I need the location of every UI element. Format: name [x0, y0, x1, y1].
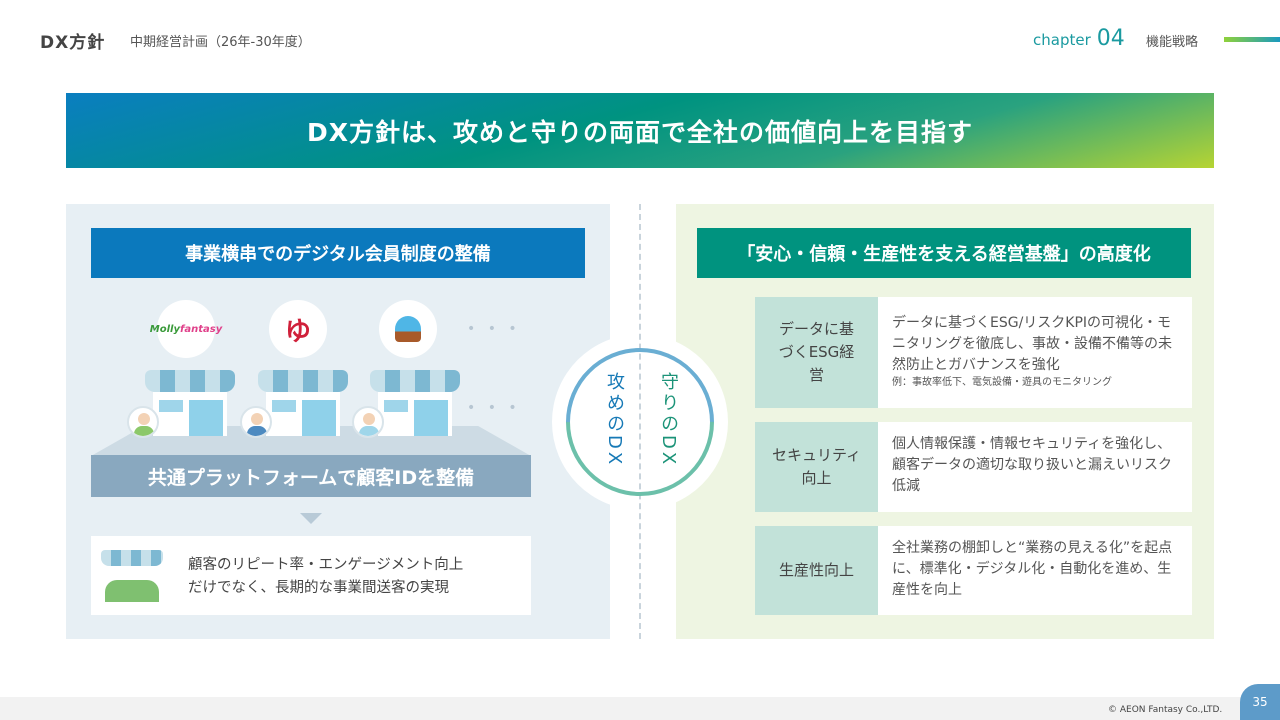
defense-item-label: 生産性向上 — [755, 526, 878, 615]
defense-item-esg: データに基づくESG経営 データに基づくESG/リスクKPIの可視化・モニタリン… — [755, 297, 1192, 408]
brand-logo-chikyu — [379, 300, 437, 358]
chapter-number: 04 — [1096, 26, 1125, 51]
copyright: © AEON Fantasy Co.,LTD. — [1108, 705, 1223, 715]
store-icon — [352, 370, 460, 438]
offense-panel: 事業横串でのデジタル会員制度の整備 Mollyfantasy ゆ • • • •… — [66, 204, 610, 639]
defense-item-security: セキュリティ向上 個人情報保護・情報セキュリティを強化し、顧客データの適切な取り… — [755, 422, 1192, 512]
defense-item-productivity: 生産性向上 全社業務の棚卸しと“業務の見える化”を起点に、標準化・デジタル化・自… — [755, 526, 1192, 615]
more-stores-ellipsis: • • • — [467, 400, 521, 416]
store-icon — [127, 370, 235, 438]
more-brands-ellipsis: • • • — [467, 321, 521, 337]
platform-label: 共通プラットフォームで顧客IDを整備 — [91, 455, 531, 497]
defense-item-text: 個人情報保護・情報セキュリティを強化し、顧客データの適切な取り扱いと漏えいリスク… — [892, 436, 1172, 494]
defense-panel: 「安心・信頼・生産性を支える経営基盤」の高度化 データに基づくESG経営 データ… — [676, 204, 1214, 639]
defense-dx-label: 守りのDX — [658, 372, 679, 468]
defense-item-note: 例：事故率低下、電気設備・遊具のモニタリング — [892, 377, 1112, 388]
defense-item-text: データに基づくESG/リスクKPIの可視化・モニタリングを徹底し、事故・設備不備… — [892, 315, 1172, 373]
banner-title: DX方針は、攻めと守りの両面で全社の価値向上を目指す — [306, 117, 974, 147]
offense-heading: 事業横串でのデジタル会員制度の整備 — [91, 228, 585, 278]
brand-logo-mollyfantasy: Mollyfantasy — [150, 300, 222, 358]
down-arrow-icon — [300, 513, 322, 524]
customer-avatar — [127, 406, 159, 438]
chapter-name: 機能戦略 — [1146, 35, 1199, 50]
defense-item-label: データに基づくESG経営 — [755, 297, 878, 408]
footer-bar — [0, 697, 1280, 720]
brand-logo-yu: ゆ — [269, 300, 327, 358]
result-box: 顧客のリピート率・エンゲージメント向上だけでなく、長期的な事業間送客の実現 — [91, 536, 531, 615]
chapter-indicator: chapter 04 — [1033, 26, 1125, 51]
chapter-label: chapter — [1033, 31, 1091, 49]
section-title: DX方針 — [40, 33, 106, 53]
store-icon — [240, 370, 348, 438]
defense-item-label: セキュリティ向上 — [755, 422, 878, 512]
defense-heading: 「安心・信頼・生産性を支える経営基盤」の高度化 — [697, 228, 1191, 278]
result-line-1: 顧客のリピート率・エンゲージメント向上 — [188, 557, 464, 573]
customer-avatar — [240, 406, 272, 438]
store-family-icon — [101, 550, 163, 602]
result-line-2: だけでなく、長期的な事業間送客の実現 — [188, 580, 449, 596]
page-number: 35 — [1240, 684, 1280, 720]
offense-dx-label: 攻めのDX — [604, 372, 625, 468]
chapter-accent-bar — [1224, 37, 1280, 42]
customer-avatar — [352, 406, 384, 438]
defense-item-text: 全社業務の棚卸しと“業務の見える化”を起点に、標準化・デジタル化・自動化を進め、… — [892, 540, 1173, 598]
divider-line — [639, 204, 641, 639]
section-subtitle: 中期経営計画（26年-30年度） — [130, 35, 311, 50]
banner: DX方針は、攻めと守りの両面で全社の価値向上を目指す — [66, 93, 1214, 168]
